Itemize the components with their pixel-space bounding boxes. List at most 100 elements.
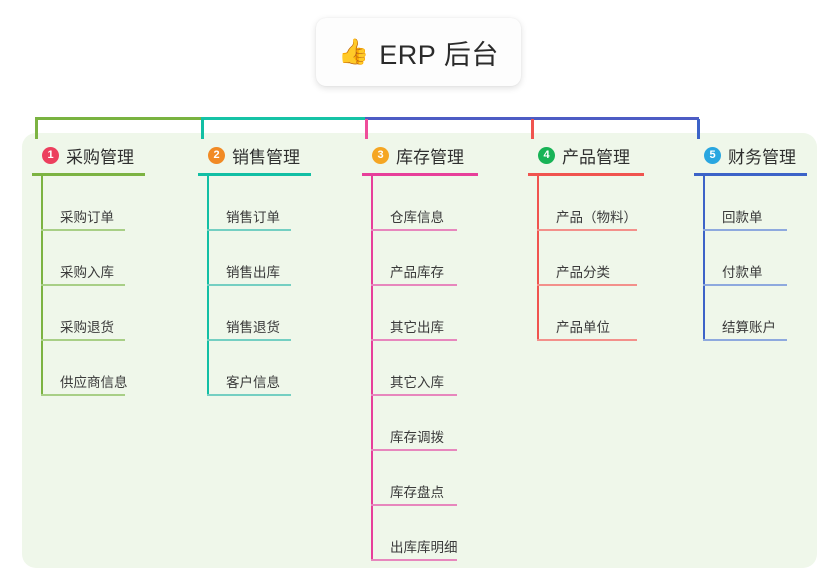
leaf-node[interactable]: 产品单位: [537, 286, 688, 341]
leaf-node[interactable]: 销售退货: [207, 286, 348, 341]
leaf-node-label: 回款单: [722, 210, 763, 225]
leaf-node-label: 产品分类: [556, 265, 610, 280]
leaf-node-rule: [207, 229, 291, 231]
branch-leaf-list: 仓库信息产品库存其它出库其它入库库存调拨库存盘点出库库明细: [371, 176, 512, 561]
connector-hbar-2: [201, 117, 367, 120]
branch-header-rule: [528, 173, 644, 176]
leaf-node-rule: [371, 394, 457, 396]
branch-number-badge: 2: [208, 146, 225, 164]
branch-number-badge: 5: [704, 146, 721, 164]
branch-spine: [537, 176, 539, 341]
leaf-node[interactable]: 采购退货: [41, 286, 182, 341]
leaf-node[interactable]: 客户信息: [207, 341, 348, 396]
leaf-node-rule: [207, 284, 291, 286]
branch-column-5: 5 财务管理回款单付款单结算账户: [694, 143, 839, 341]
branch-spine: [41, 176, 43, 396]
leaf-node-rule: [41, 339, 125, 341]
leaf-node[interactable]: 产品（物料）: [537, 176, 688, 231]
leaf-node[interactable]: 付款单: [703, 231, 839, 286]
leaf-node-label: 销售出库: [226, 265, 280, 280]
branch-leaf-list: 回款单付款单结算账户: [703, 176, 839, 341]
leaf-node-rule: [703, 229, 787, 231]
branch-title: 财务管理: [728, 147, 796, 167]
branch-leaf-list: 销售订单销售出库销售退货客户信息: [207, 176, 348, 396]
leaf-node-rule: [41, 394, 125, 396]
leaf-node[interactable]: 供应商信息: [41, 341, 182, 396]
branch-column-3: 3 库存管理仓库信息产品库存其它出库其它入库库存调拨库存盘点出库库明细: [362, 143, 512, 561]
leaf-node-rule: [537, 339, 637, 341]
branch-leaf-list: 采购订单采购入库采购退货供应商信息: [41, 176, 182, 396]
leaf-node-label: 销售退货: [226, 320, 280, 335]
leaf-node-rule: [371, 449, 457, 451]
leaf-node[interactable]: 库存调拨: [371, 396, 512, 451]
leaf-node-rule: [371, 229, 457, 231]
leaf-node-rule: [371, 504, 457, 506]
branch-spine: [703, 176, 705, 341]
leaf-node-label: 其它出库: [390, 320, 444, 335]
branch-title: 采购管理: [66, 147, 134, 167]
thumbs-up-icon: 👍: [338, 37, 370, 66]
branch-header-rule: [362, 173, 478, 176]
root-node[interactable]: 👍 ERP 后台: [316, 18, 521, 86]
branch-column-2: 2 销售管理销售订单销售出库销售退货客户信息: [198, 143, 348, 396]
branch-column-4: 4 产品管理产品（物料） 产品分类产品单位: [528, 143, 688, 341]
leaf-node-label: 库存调拨: [390, 430, 444, 445]
leaf-node[interactable]: 库存盘点: [371, 451, 512, 506]
connector-stub-1: [35, 119, 38, 139]
leaf-node[interactable]: 产品库存: [371, 231, 512, 286]
connector-hbar-1: [35, 117, 203, 120]
leaf-node[interactable]: 其它入库: [371, 341, 512, 396]
branch-header-rule: [32, 173, 145, 176]
leaf-node-label: 采购退货: [60, 320, 114, 335]
leaf-node-rule: [41, 229, 125, 231]
leaf-node-label: 供应商信息: [60, 375, 128, 390]
branch-number-badge: 4: [538, 146, 555, 164]
leaf-node[interactable]: 出库库明细: [371, 506, 512, 561]
leaf-node[interactable]: 结算账户: [703, 286, 839, 341]
leaf-node[interactable]: 采购订单: [41, 176, 182, 231]
leaf-node-label: 客户信息: [226, 375, 280, 390]
leaf-node[interactable]: 仓库信息: [371, 176, 512, 231]
branch-header-5[interactable]: 5 财务管理: [694, 143, 839, 167]
root-node-title: ERP 后台: [379, 39, 499, 70]
leaf-node-rule: [371, 559, 457, 561]
branch-number-badge: 1: [42, 146, 59, 164]
leaf-node-label: 付款单: [722, 265, 763, 280]
leaf-node-rule: [537, 284, 637, 286]
connector-stub-2: [201, 119, 204, 139]
leaf-node-label: 其它入库: [390, 375, 444, 390]
branch-title: 库存管理: [396, 147, 464, 167]
leaf-node[interactable]: 回款单: [703, 176, 839, 231]
leaf-node-label: 仓库信息: [390, 210, 444, 225]
leaf-node-label: 出库库明细: [390, 540, 458, 555]
leaf-node-rule: [537, 229, 637, 231]
connector-stub-4: [531, 119, 534, 139]
leaf-node-label: 产品（物料）: [556, 210, 637, 225]
leaf-node-label: 销售订单: [226, 210, 280, 225]
branch-spine: [371, 176, 373, 561]
branch-spine: [207, 176, 209, 396]
branch-header-rule: [694, 173, 807, 176]
leaf-node[interactable]: 采购入库: [41, 231, 182, 286]
diagram-background-panel: [22, 133, 817, 568]
leaf-node[interactable]: 销售出库: [207, 231, 348, 286]
leaf-node-rule: [371, 339, 457, 341]
branch-number-badge: 3: [372, 146, 389, 164]
branch-column-1: 1 采购管理采购订单采购入库采购退货供应商信息: [32, 143, 182, 396]
leaf-node-label: 采购订单: [60, 210, 114, 225]
branch-header-1[interactable]: 1 采购管理: [32, 143, 182, 167]
branch-header-4[interactable]: 4 产品管理: [528, 143, 688, 167]
leaf-node[interactable]: 其它出库: [371, 286, 512, 341]
branch-header-2[interactable]: 2 销售管理: [198, 143, 348, 167]
branch-title: 销售管理: [232, 147, 300, 167]
leaf-node-rule: [703, 284, 787, 286]
leaf-node[interactable]: 销售订单: [207, 176, 348, 231]
branch-title: 产品管理: [562, 147, 630, 167]
leaf-node-label: 产品库存: [390, 265, 444, 280]
branch-header-3[interactable]: 3 库存管理: [362, 143, 512, 167]
branch-leaf-list: 产品（物料） 产品分类产品单位: [537, 176, 688, 341]
leaf-node[interactable]: 产品分类: [537, 231, 688, 286]
leaf-node-rule: [207, 339, 291, 341]
leaf-node-label: 结算账户: [722, 320, 776, 335]
connector-stub-5: [697, 119, 700, 139]
